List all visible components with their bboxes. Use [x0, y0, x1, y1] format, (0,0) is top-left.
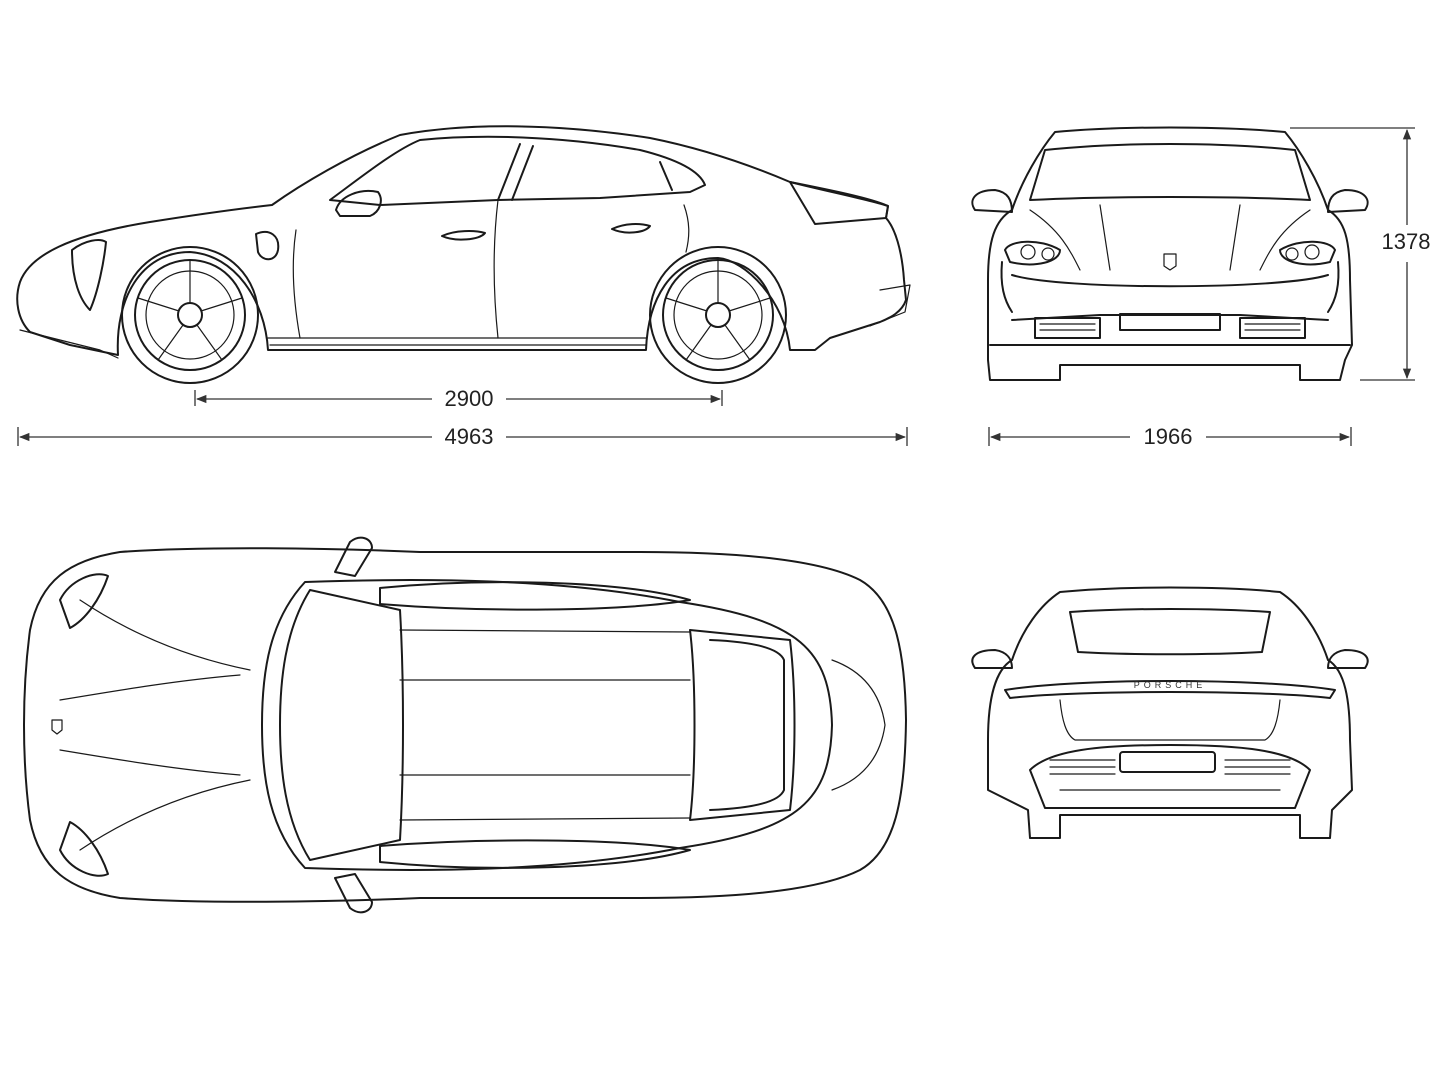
top-mirror-left	[334, 536, 373, 577]
dimension-wheelbase: 2900	[194, 386, 723, 411]
dimension-width: 1966	[988, 424, 1352, 449]
top-side-window-left	[379, 581, 691, 611]
side-headlight	[71, 239, 107, 311]
top-side-window-right	[379, 839, 691, 869]
rear-mirror-right	[1327, 649, 1369, 669]
side-windows	[329, 135, 706, 206]
rear-license-plate	[1119, 751, 1216, 773]
side-rear-diffuser	[869, 284, 911, 327]
top-body-outline	[23, 547, 907, 903]
side-rear-spoiler	[789, 181, 889, 225]
height-value: 1378	[1382, 229, 1431, 254]
side-charge-port	[255, 231, 280, 261]
side-door-lines	[292, 199, 690, 339]
side-mirror	[335, 190, 382, 217]
side-sill-line	[267, 337, 647, 346]
top-headlight-right	[59, 821, 109, 877]
top-rear-deck	[831, 659, 886, 791]
rear-diffuser-fins	[1049, 759, 1291, 791]
top-rear-window	[689, 629, 796, 821]
length-value: 4963	[445, 424, 494, 449]
top-hood-lines	[59, 599, 251, 851]
front-body-outline	[987, 126, 1353, 381]
top-roof-panel-lines	[399, 629, 691, 821]
rear-light-bar	[1004, 680, 1336, 699]
rear-window	[1069, 608, 1271, 656]
front-windshield	[1029, 143, 1311, 201]
top-roof	[261, 579, 833, 871]
front-badge	[1163, 253, 1177, 271]
dimension-height: 1378	[1290, 127, 1431, 381]
side-view	[16, 125, 911, 384]
rear-mirror-left	[971, 649, 1013, 669]
side-rear-wheel	[649, 246, 787, 384]
rear-trunk-lines	[1059, 699, 1281, 741]
dimension-length: 4963	[17, 424, 908, 449]
width-value: 1966	[1144, 424, 1193, 449]
top-rear-glass-frame	[709, 639, 785, 811]
rear-diffuser	[1029, 744, 1311, 809]
side-b-pillar	[497, 143, 673, 201]
front-hood-lines	[1029, 204, 1311, 271]
rear-badge-text: PORSCHE	[1134, 680, 1207, 690]
side-door-handles	[441, 223, 651, 241]
front-headlight-left	[1000, 240, 1061, 313]
front-lower-intake	[1034, 313, 1306, 339]
side-body-outline	[16, 125, 907, 356]
top-headlight-left	[59, 573, 109, 629]
front-view	[971, 126, 1369, 381]
front-headlight-right	[1279, 240, 1340, 313]
rear-view: PORSCHE	[971, 586, 1369, 839]
top-hood-badge	[51, 719, 63, 735]
rear-body-outline	[987, 586, 1353, 839]
wheelbase-value: 2900	[445, 386, 494, 411]
top-view	[23, 536, 907, 914]
front-mirror-left	[971, 189, 1013, 213]
front-mirror-right	[1327, 189, 1369, 213]
top-windshield	[279, 589, 404, 861]
side-front-wheel	[121, 246, 259, 384]
side-front-splitter	[19, 329, 119, 359]
front-bumper	[989, 274, 1351, 346]
front-intake-slats	[1039, 323, 1301, 331]
top-mirror-right	[334, 873, 373, 914]
